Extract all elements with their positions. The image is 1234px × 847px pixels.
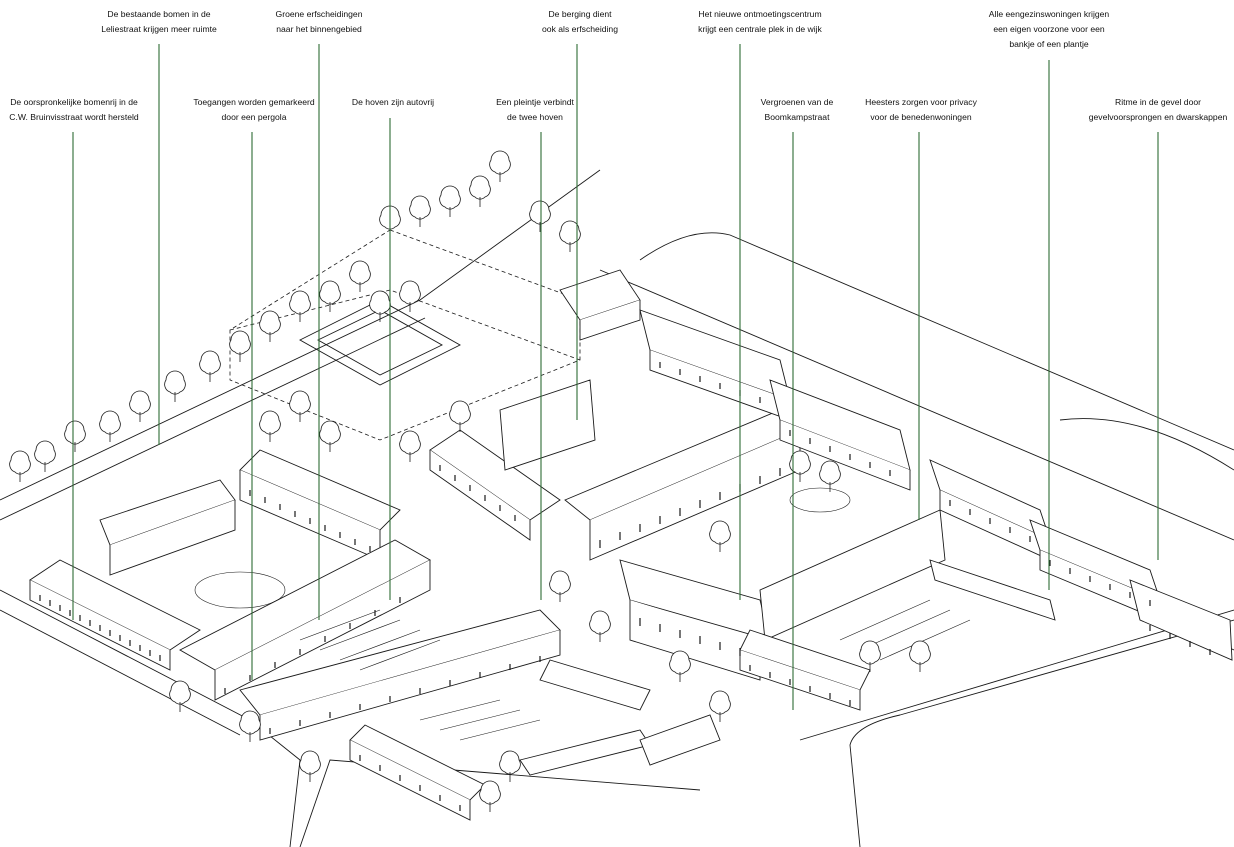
annotation-line: Heesters zorgen voor privacy <box>865 97 977 107</box>
annotation-line: De berging dient <box>548 9 612 19</box>
annotation-ontmoetingscentrum: Het nieuwe ontmoetingscentrum krijgt een… <box>698 7 822 37</box>
annotation-line: De hoven zijn autovrij <box>351 97 435 107</box>
annotation-vergroenen: Vergroenen van de Boomkampstraat <box>761 95 834 125</box>
annotation-line: De oorspronkelijke bomenrij in de <box>10 97 138 107</box>
annotation-line: Ritme in de gevel door <box>1115 97 1201 107</box>
annotation-line: C.W. Bruinvisstraat wordt hersteld <box>9 112 139 122</box>
annotation-line: Vergroenen van de <box>760 97 834 107</box>
annotation-line: naar het binnengebied <box>276 24 362 34</box>
annotation-line: gevelvoorsprongen en dwarskappen <box>1088 112 1228 122</box>
annotation-line: door een pergola <box>221 112 287 122</box>
annotation-ritme-gevel: Ritme in de gevel door gevelvoorsprongen… <box>1089 95 1228 125</box>
annotation-line: Een pleintje verbindt <box>496 97 574 107</box>
building-blocks <box>29 269 1233 821</box>
annotation-line: de twee hoven <box>507 112 563 122</box>
annotation-line: een eigen voorzone voor een <box>993 24 1105 34</box>
annotation-hoven-autovrij: De hoven zijn autovrij <box>352 95 434 110</box>
annotation-berging: De berging dient ook als erfscheiding <box>542 7 618 37</box>
annotation-line: voor de benedenwoningen <box>870 112 972 122</box>
annotation-line: Groene erfscheidingen <box>275 9 363 19</box>
leader-lines <box>72 44 1159 710</box>
annotation-toegangen: Toegangen worden gemarkeerd door een per… <box>193 95 314 125</box>
annotation-line: bankje of een plantje <box>1009 39 1089 49</box>
annotation-line: De bestaande bomen in de <box>107 9 211 19</box>
annotation-heesters: Heesters zorgen voor privacy voor de ben… <box>865 95 977 125</box>
annotation-bestaande-bomen: De bestaande bomen in de Leliestraat kri… <box>101 7 217 37</box>
annotation-pleintje: Een pleintje verbindt de twee hoven <box>496 95 574 125</box>
annotation-groene-erfscheidingen: Groene erfscheidingen naar het binnengeb… <box>276 7 363 37</box>
courtyard-square <box>299 299 461 386</box>
facade-windows <box>39 362 1211 811</box>
annotation-line: krijgt een centrale plek in de wijk <box>698 24 822 34</box>
annotation-bomenrij: De oorspronkelijke bomenrij in de C.W. B… <box>9 95 138 125</box>
gardens-and-parking <box>194 487 971 741</box>
annotation-line: Het nieuwe ontmoetingscentrum <box>698 9 822 19</box>
annotation-eengezinswoningen: Alle eengezinswoningen krijgen een eigen… <box>989 7 1109 52</box>
annotation-line: Toegangen worden gemarkeerd <box>193 97 315 107</box>
annotation-line: Alle eengezinswoningen krijgen <box>988 9 1110 19</box>
annotation-line: Boomkampstraat <box>764 112 830 122</box>
annotation-line: Leliestraat krijgen meer ruimte <box>101 24 217 34</box>
annotation-line: ook als erfscheiding <box>542 24 618 34</box>
